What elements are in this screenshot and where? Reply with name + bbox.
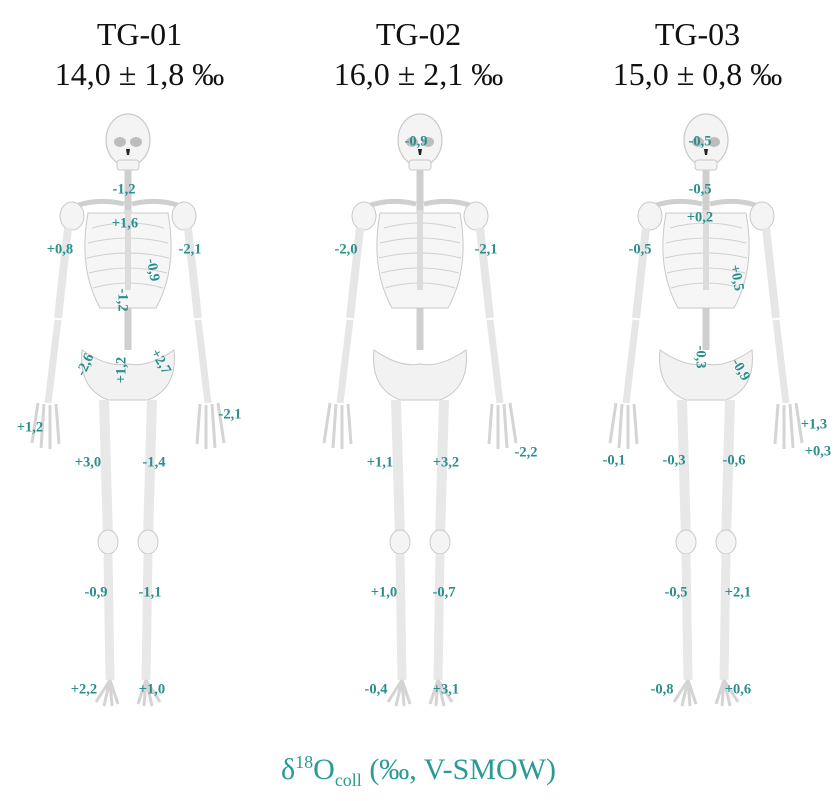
bone-delta-label: -0,5	[689, 181, 712, 197]
caption-subscript: coll	[335, 770, 362, 790]
axis-caption: δ18Ocoll (‰, V-SMOW)	[0, 752, 837, 791]
bone-delta-label: -2,0	[335, 241, 358, 257]
skeleton-tg01	[32, 114, 224, 706]
bone-delta-label: +1,2	[113, 357, 129, 383]
bone-delta-label: -1,2	[115, 289, 131, 312]
bone-delta-label: -0,8	[651, 681, 674, 697]
bone-delta-label: -2,1	[219, 406, 242, 422]
bone-delta-label: -1,2	[113, 181, 136, 197]
bone-delta-label: +2,1	[725, 584, 751, 600]
bone-delta-label: +0,6	[725, 681, 751, 697]
bone-delta-label: -0,3	[693, 346, 709, 369]
bone-delta-label: -0,9	[85, 584, 108, 600]
bone-delta-label: +2,2	[71, 681, 97, 697]
bone-delta-label: +0,2	[687, 209, 713, 225]
bone-delta-label: -2,1	[179, 241, 202, 257]
caption-delta: δ	[281, 753, 295, 786]
bone-delta-label: -0,4	[365, 681, 388, 697]
bone-delta-label: +1,0	[139, 681, 165, 697]
bone-delta-label: +3,2	[433, 454, 459, 470]
bone-delta-label: +1,2	[17, 419, 43, 435]
bone-delta-label: -2,2	[515, 444, 538, 460]
bone-delta-label: -0,5	[629, 241, 652, 257]
bone-delta-label: -0,5	[689, 133, 712, 149]
caption-isotope: 18	[295, 752, 313, 772]
bone-delta-label: +1,0	[371, 584, 397, 600]
caption-units: (‰, V-SMOW)	[362, 753, 556, 786]
bone-delta-label: +0,3	[805, 443, 831, 459]
bone-delta-label: +0,8	[47, 241, 73, 257]
bone-delta-label: -2,1	[475, 241, 498, 257]
bone-delta-label: -0,6	[723, 452, 746, 468]
bone-delta-label: -0,3	[663, 452, 686, 468]
skeleton-tg03	[610, 114, 802, 706]
bone-delta-label: +1,6	[112, 215, 138, 231]
bone-delta-label: +1,1	[367, 454, 393, 470]
bone-delta-label: -1,4	[143, 454, 166, 470]
bone-delta-label: +3,1	[433, 681, 459, 697]
bone-delta-label: -1,1	[139, 584, 162, 600]
bone-delta-label: -0,7	[433, 584, 456, 600]
caption-element: O	[313, 753, 335, 786]
skeleton-tg02	[324, 114, 516, 706]
bone-delta-label: -0,9	[405, 133, 428, 149]
bone-delta-label: -0,1	[603, 452, 626, 468]
bone-delta-label: +3,0	[75, 454, 101, 470]
bone-delta-label: +1,3	[801, 416, 827, 432]
bone-delta-label: -0,5	[665, 584, 688, 600]
